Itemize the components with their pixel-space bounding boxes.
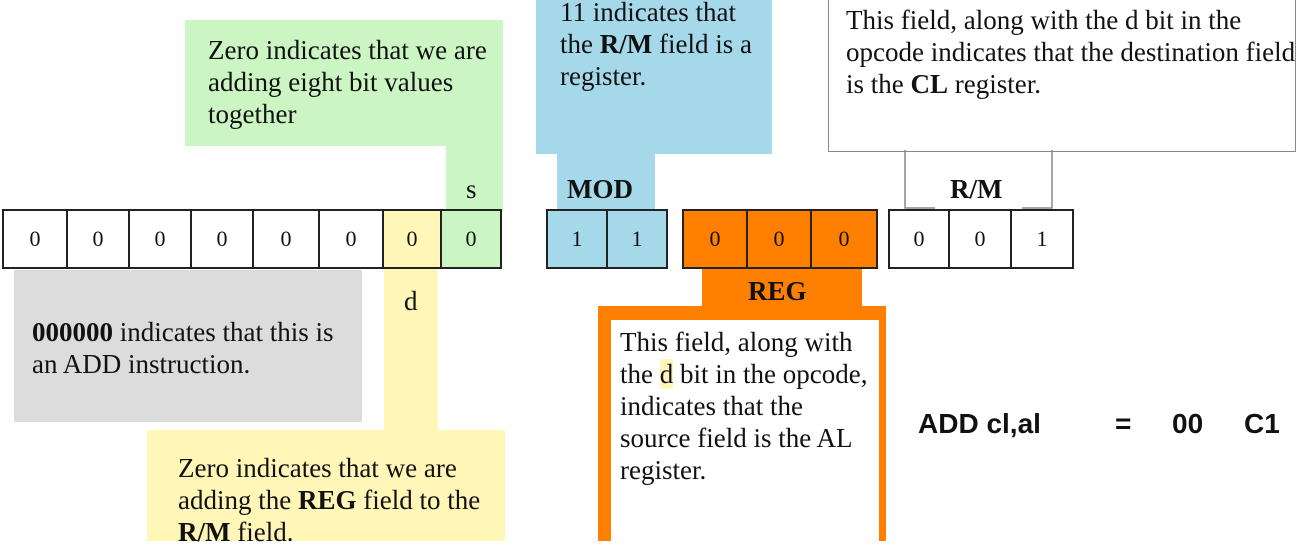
reg-bit-2: 0 bbox=[746, 209, 812, 269]
reg-note-inner bbox=[611, 320, 879, 541]
reg-bit-1: 0 bbox=[682, 209, 748, 269]
rm-bit-1: 0 bbox=[888, 209, 950, 269]
rm-note-text: This field, along with the d bit in the … bbox=[846, 4, 1296, 100]
mod-note-text: 11 indicates that the R/M field is a reg… bbox=[560, 0, 760, 92]
mod-label: MOD bbox=[567, 174, 633, 204]
opcode-note-text: 000000 indicates that this is an ADD ins… bbox=[32, 316, 342, 380]
formula-byte2: C1 bbox=[1244, 408, 1280, 439]
d-label: d bbox=[404, 286, 418, 316]
rm-note-bold: CL bbox=[910, 69, 949, 99]
reg-note-text: This field, along with the d bit in the … bbox=[620, 326, 878, 486]
d-note-bold1: REG bbox=[297, 485, 357, 515]
s-connector bbox=[446, 146, 503, 212]
d-note-mid: field to the bbox=[356, 485, 481, 515]
d-note-post: field. bbox=[230, 517, 294, 547]
rm-bit-3: 1 bbox=[1010, 209, 1074, 269]
rm-bit-2: 0 bbox=[948, 209, 1012, 269]
mod-bit-2: 1 bbox=[606, 209, 668, 269]
rm-label: R/M bbox=[950, 174, 1003, 204]
mod-connector bbox=[557, 154, 655, 212]
rm-connector-line bbox=[904, 150, 935, 209]
d-note-bold2: R/M bbox=[178, 517, 231, 547]
opcode-bit-4: 0 bbox=[190, 209, 254, 269]
reg-label: REG bbox=[748, 276, 807, 306]
opcode-bit-1: 0 bbox=[2, 209, 68, 269]
opcode-bit-2: 0 bbox=[66, 209, 130, 269]
d-bit: 0 bbox=[382, 209, 442, 269]
reg-bit-3: 0 bbox=[810, 209, 878, 269]
reg-note-post: bit in the opcode, indicates that the so… bbox=[620, 359, 868, 485]
opcode-bit-6: 0 bbox=[318, 209, 384, 269]
mod-note-post: field is a register. bbox=[560, 29, 752, 91]
formula-equals: = bbox=[1115, 408, 1132, 439]
mod-note-bold: R/M bbox=[599, 29, 653, 59]
mod-bit-1: 1 bbox=[546, 209, 608, 269]
formula-byte1: 00 bbox=[1172, 408, 1204, 439]
s-note-text: Zero indicates that we are adding eight … bbox=[208, 35, 487, 129]
rm-connector bbox=[904, 150, 1053, 209]
s-note-box bbox=[185, 20, 503, 146]
opcode-bit-5: 0 bbox=[252, 209, 320, 269]
s-label: s bbox=[466, 174, 477, 204]
formula-instruction: ADD cl,al bbox=[918, 408, 1041, 439]
reg-note-pre: This field, along with the bbox=[620, 327, 853, 389]
mod-note-box bbox=[536, 0, 772, 154]
rm-connector-line-right bbox=[1022, 150, 1053, 209]
rm-note-pre: This field, along with the d bit in the … bbox=[846, 5, 1296, 99]
d-note-text: Zero indicates that we are adding the RE… bbox=[178, 452, 498, 548]
reg-note-d: d bbox=[659, 359, 674, 389]
rm-note-post: register. bbox=[948, 69, 1041, 99]
rm-note-box bbox=[828, 0, 1296, 152]
mod-note-pre: 11 indicates that the bbox=[560, 0, 736, 59]
d-note-box bbox=[147, 430, 505, 541]
reg-connector bbox=[702, 269, 862, 309]
opcode-note-post: indicates that this is an ADD instructio… bbox=[32, 317, 334, 379]
opcode-note-bold: 000000 bbox=[32, 317, 113, 347]
opcode-bit-3: 0 bbox=[128, 209, 192, 269]
s-bit: 0 bbox=[440, 209, 502, 269]
opcode-note-box bbox=[14, 270, 362, 422]
d-note-pre: Zero indicates that we are adding the bbox=[178, 453, 457, 515]
